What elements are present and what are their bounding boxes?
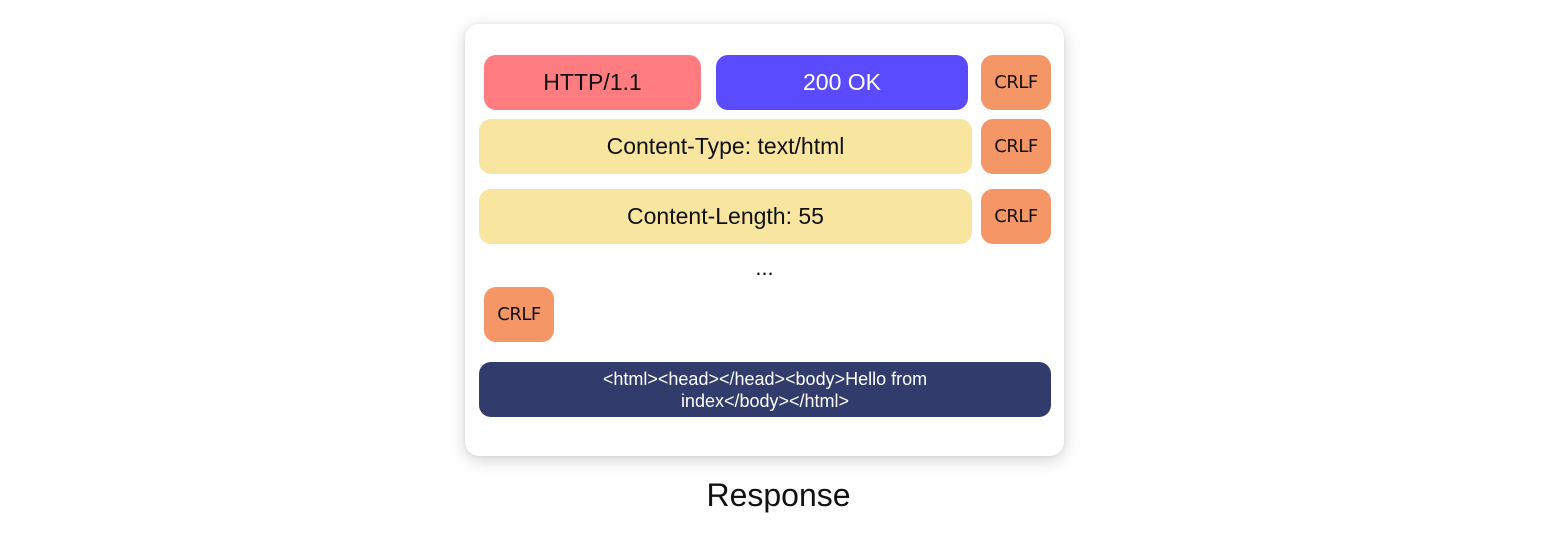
crlf-header-content-type: CRLF [981, 119, 1051, 174]
diagram-caption: Response [706, 477, 851, 513]
header-content-length: Content-Length: 55 [479, 189, 972, 244]
more-headers-ellipsis: ... [755, 255, 774, 280]
http-version-block: HTTP/1.1 [484, 55, 701, 110]
header-content-type: Content-Type: text/html [479, 119, 972, 174]
crlf-start-line: CRLF [981, 55, 1051, 110]
status-code-block: 200 OK [716, 55, 968, 110]
response-body-block: <html><head></head><body>Hello from inde… [479, 362, 1051, 417]
crlf-header-content-length: CRLF [981, 189, 1051, 244]
crlf-blank-line: CRLF [484, 287, 554, 342]
